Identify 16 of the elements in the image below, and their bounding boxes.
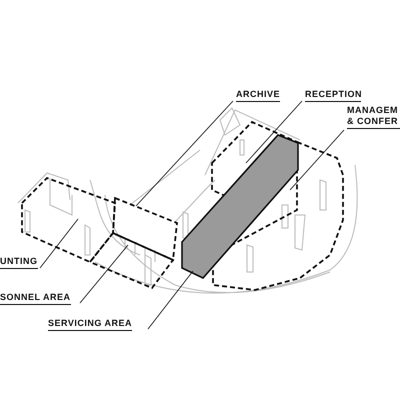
area-label: RECEPTION: [305, 89, 361, 102]
dashed-zone: [213, 142, 343, 290]
area-label: SERVICING AREA: [48, 318, 132, 331]
leader-line: [80, 244, 128, 304]
area-label: MANAGEM & CONFER: [347, 105, 400, 129]
leader-line: [246, 100, 302, 164]
dashed-zone: [113, 198, 177, 260]
leader-line: [136, 100, 234, 206]
shaded-volume: [182, 135, 298, 278]
leader-line: [290, 130, 344, 190]
leader-line: [148, 270, 194, 330]
leader-line: [40, 218, 78, 268]
area-label: SONNEL AREA: [0, 292, 71, 305]
area-label: ARCHIVE: [236, 89, 280, 102]
dashed-zone: [90, 233, 173, 288]
area-label: UNTING: [0, 256, 38, 269]
